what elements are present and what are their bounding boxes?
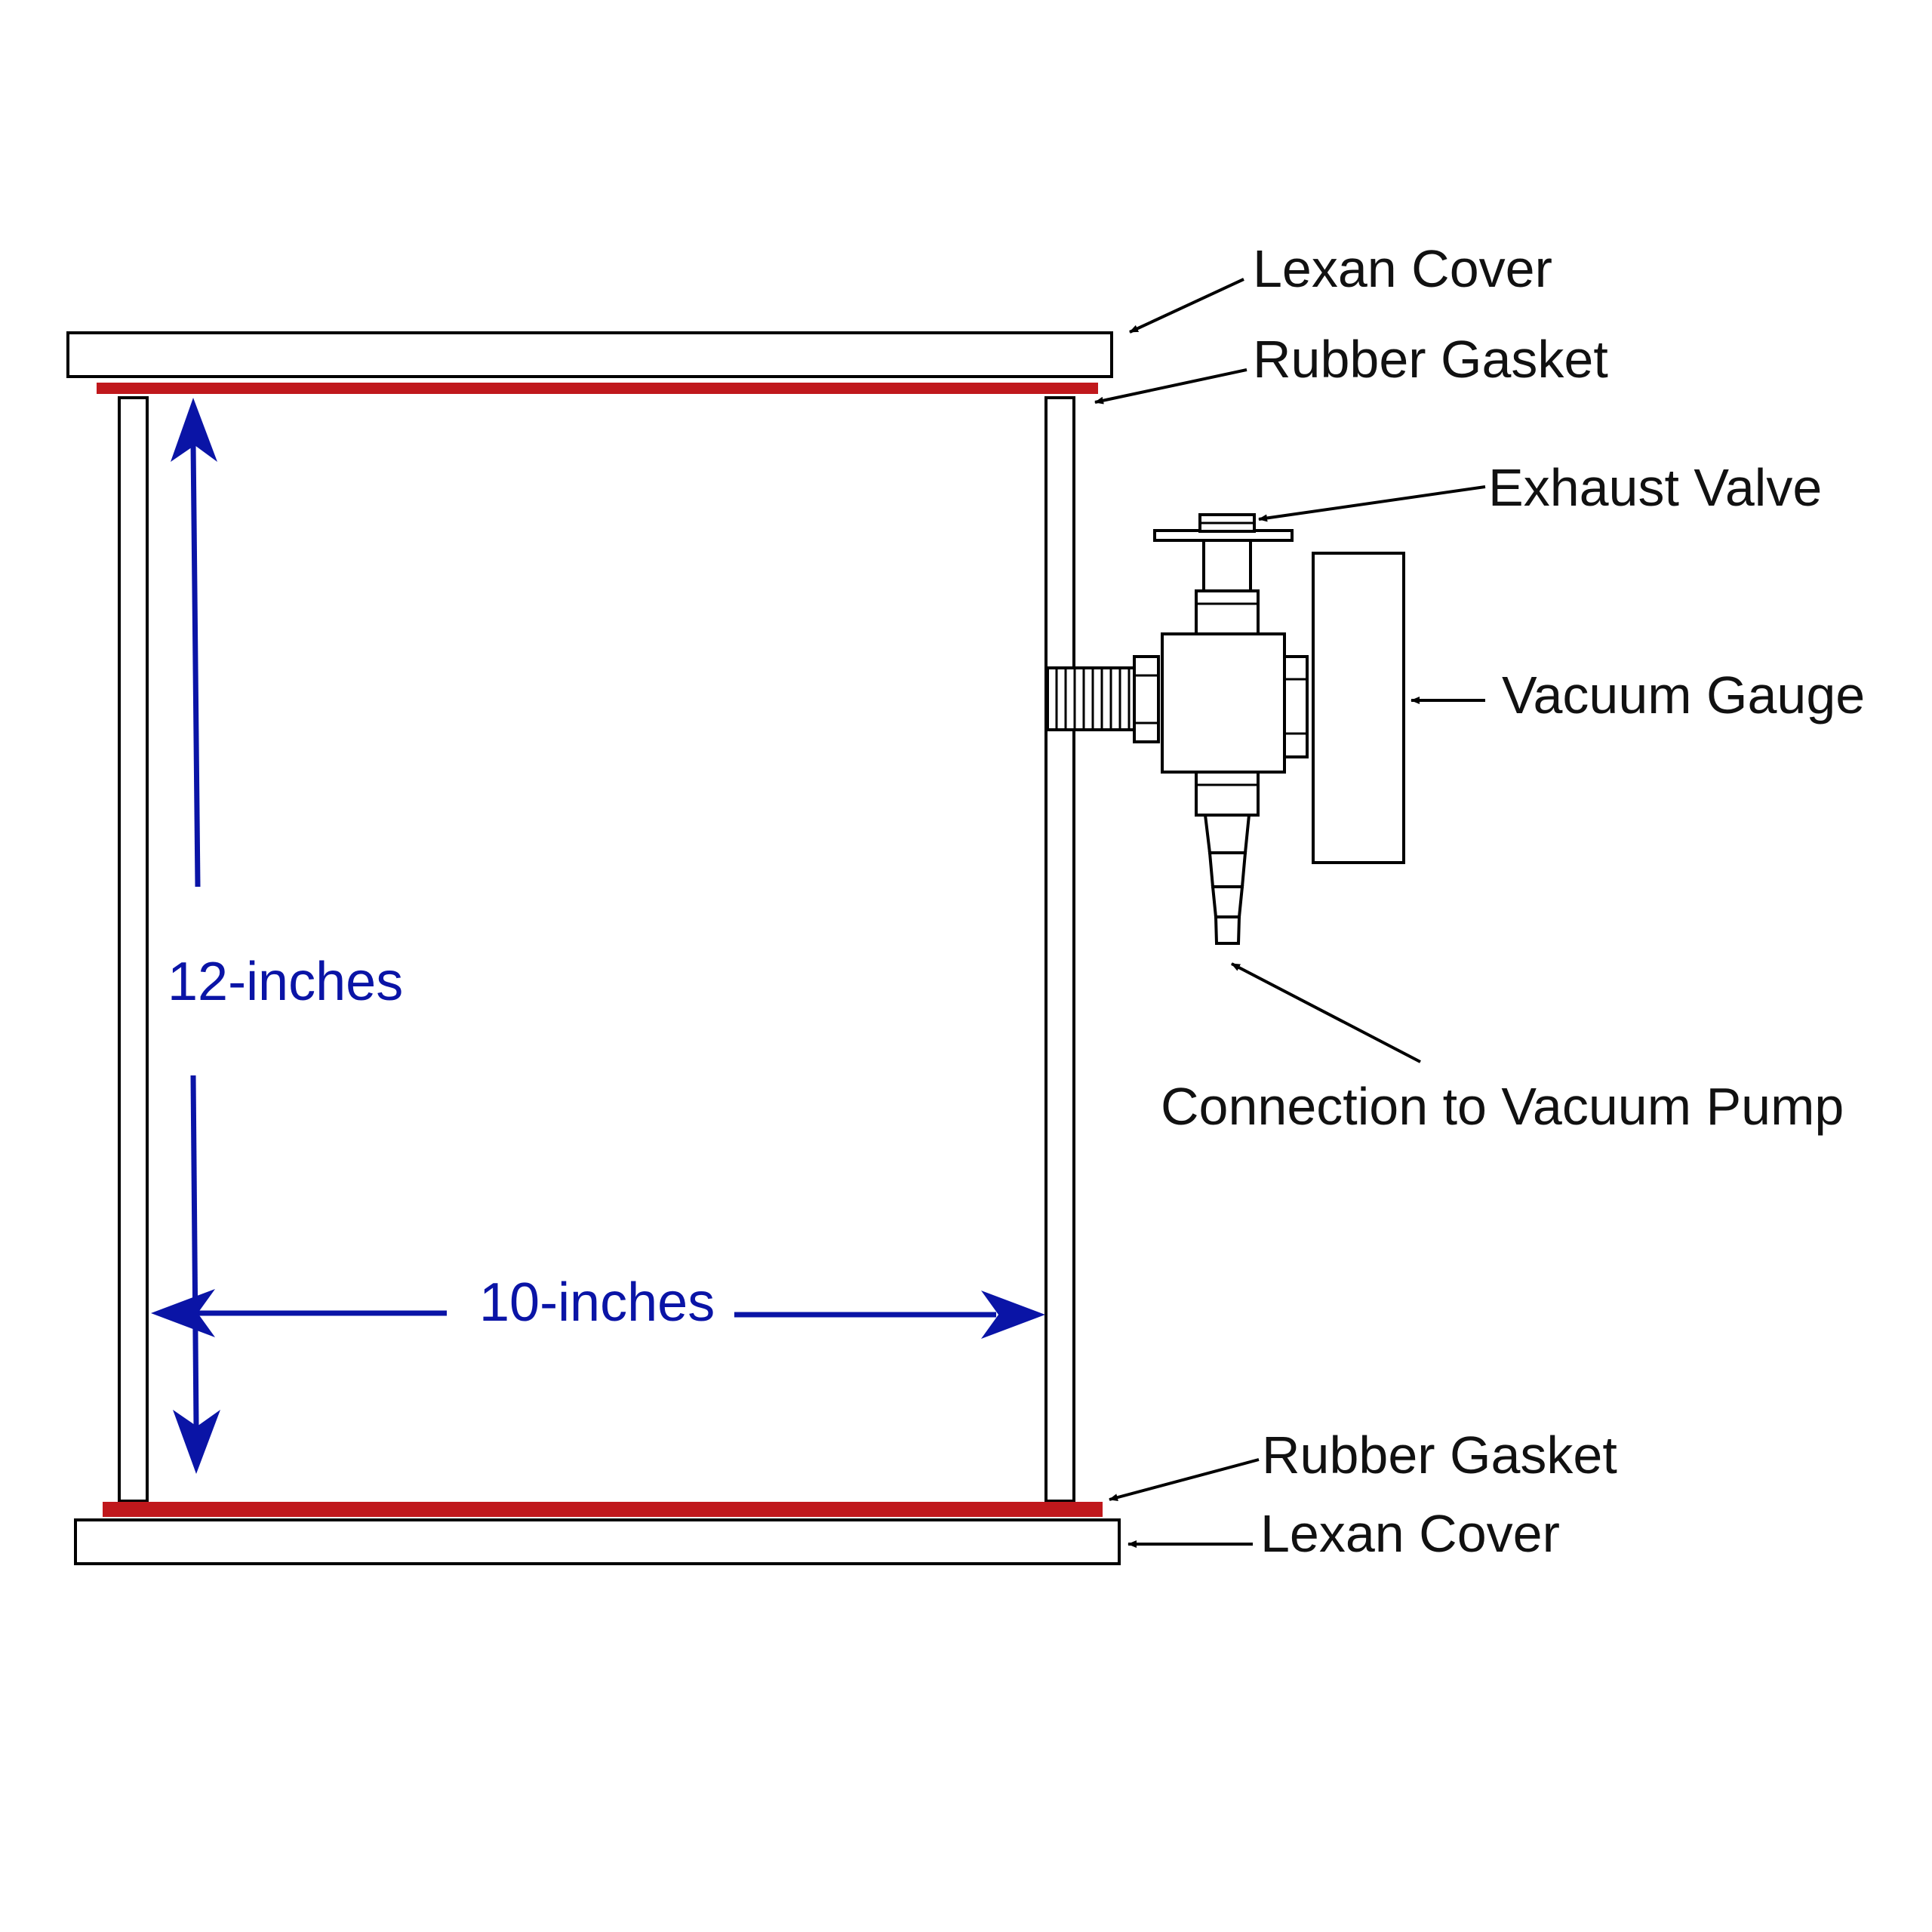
top-rubber-gasket [97,383,1098,394]
left-chamber-wall [118,396,149,1503]
top-lexan-cover [66,331,1113,378]
leader-lines [1094,278,1486,1548]
exhaust-valve [1153,513,1294,635]
label-vacuum-gauge: Vacuum Gauge [1502,666,1865,724]
label-top-rubber-gasket: Rubber Gasket [1253,330,1608,389]
right-chamber-wall [1044,396,1075,1503]
label-connection-to-vacuum-pump: Connection to Vacuum Pump [1161,1077,1844,1136]
bottom-lexan-cover [74,1518,1121,1565]
nipple-threads [1055,668,1131,730]
label-top-lexan-cover: Lexan Cover [1253,239,1552,298]
height-dimension-arrow [171,398,220,1474]
hose-barb [1195,771,1260,945]
bottom-rubber-gasket [103,1502,1103,1517]
vacuum-gauge [1312,552,1405,864]
label-height-12-inches: 12-inches [168,952,403,1012]
label-exhaust-valve: Exhaust Valve [1488,458,1822,517]
label-bottom-lexan-cover: Lexan Cover [1260,1504,1560,1563]
fitting-assembly [1046,513,1405,945]
label-width-10-inches: 10-inches [479,1272,715,1333]
width-dimension-arrow [151,1289,1045,1339]
tee-body [1161,632,1286,774]
label-bottom-rubber-gasket: Rubber Gasket [1262,1426,1617,1484]
